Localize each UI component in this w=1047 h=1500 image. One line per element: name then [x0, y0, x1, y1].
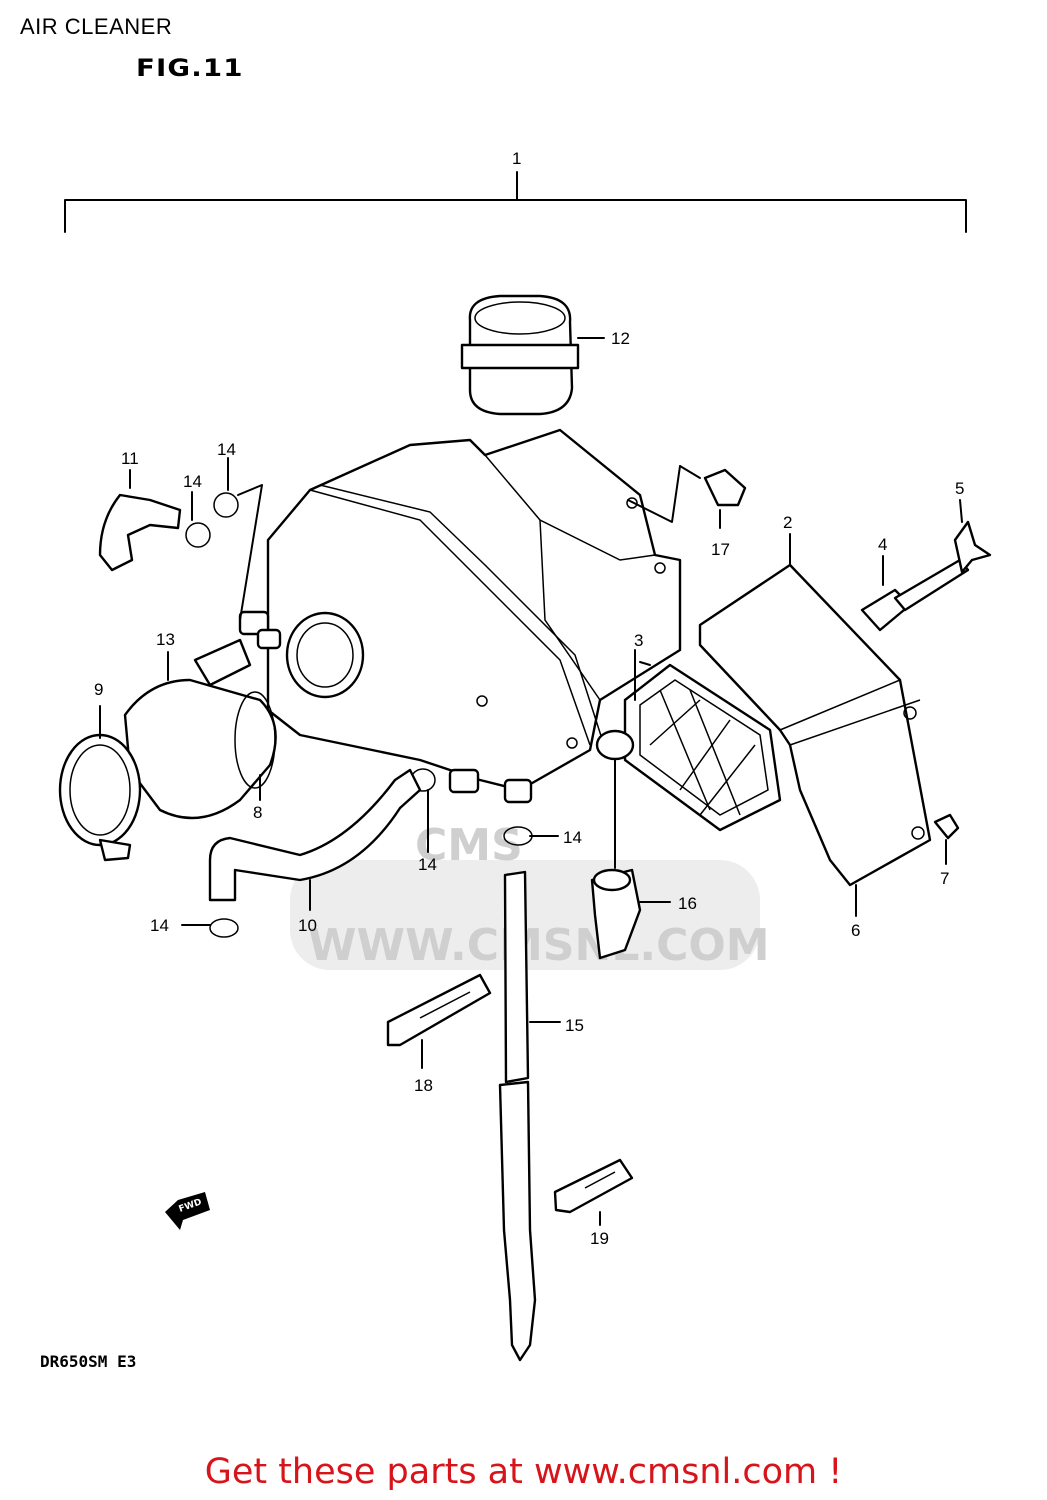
callout-11: 11: [121, 449, 139, 468]
part-17-screw: [703, 468, 747, 507]
callout-2: 2: [783, 513, 792, 532]
part-5-wing-nut: [953, 520, 992, 574]
part-7-screw: [933, 813, 960, 840]
model-code: DR650SM E3: [40, 1352, 137, 1371]
part-19-bracket: [553, 1158, 634, 1214]
part-13-clamp: [193, 638, 252, 687]
part-15-drain-tube: [498, 870, 537, 1362]
callout-13: 13: [156, 630, 175, 649]
part-9-clamp: [58, 733, 142, 862]
callout-17: 17: [711, 540, 730, 559]
callout-4: 4: [878, 535, 887, 554]
callout-1: 1: [512, 149, 521, 168]
callout-8: 8: [253, 803, 262, 822]
callout-9: 9: [94, 680, 103, 699]
callout-14-a: 14: [183, 472, 202, 491]
callout-12: 12: [611, 329, 630, 348]
callout-10: 10: [298, 916, 317, 935]
part-1-air-cleaner-housing: [238, 428, 682, 804]
callout-6: 6: [851, 921, 860, 940]
callout-14-c: 14: [418, 855, 437, 874]
callout-14-b: 14: [217, 440, 236, 459]
fwd-arrow-icon: FWD: [165, 1192, 210, 1230]
part-6-cover: [698, 563, 932, 887]
part-16-drain-plug: [590, 868, 642, 960]
callout-14-d: 14: [563, 828, 582, 847]
page-title: AIR CLEANER: [20, 14, 173, 39]
watermark-url: WWW.CMSNL.COM: [308, 920, 770, 971]
figure-label: FIG.11: [136, 54, 244, 82]
assembly-bracket: [64, 171, 967, 233]
part-3-filter-element: [595, 663, 782, 832]
part-10-drain-hose: [208, 768, 422, 902]
callout-19: 19: [590, 1229, 609, 1248]
leader-lines: [99, 337, 963, 1226]
callout-16: 16: [678, 894, 697, 913]
callout-14-e: 14: [150, 916, 169, 935]
callout-numbers: 1 2 3 4 5 6 7 8 9 10 11 12 13 14 14 14 1…: [94, 149, 964, 1248]
footer-promo-link[interactable]: Get these parts at www.cmsnl.com !: [204, 1452, 843, 1492]
part-12-intake-duct: [460, 294, 580, 416]
callout-5: 5: [955, 479, 964, 498]
part-18-bracket: [386, 973, 492, 1047]
part-8-intake-boot: [123, 678, 277, 820]
callout-7: 7: [940, 869, 949, 888]
callout-15: 15: [565, 1016, 584, 1035]
callout-18: 18: [414, 1076, 433, 1095]
part-4-bolt: [860, 558, 970, 632]
callout-3: 3: [634, 631, 643, 650]
watermark-logo-text: CMS: [415, 820, 523, 871]
part-11-breather-hose: [98, 493, 182, 572]
